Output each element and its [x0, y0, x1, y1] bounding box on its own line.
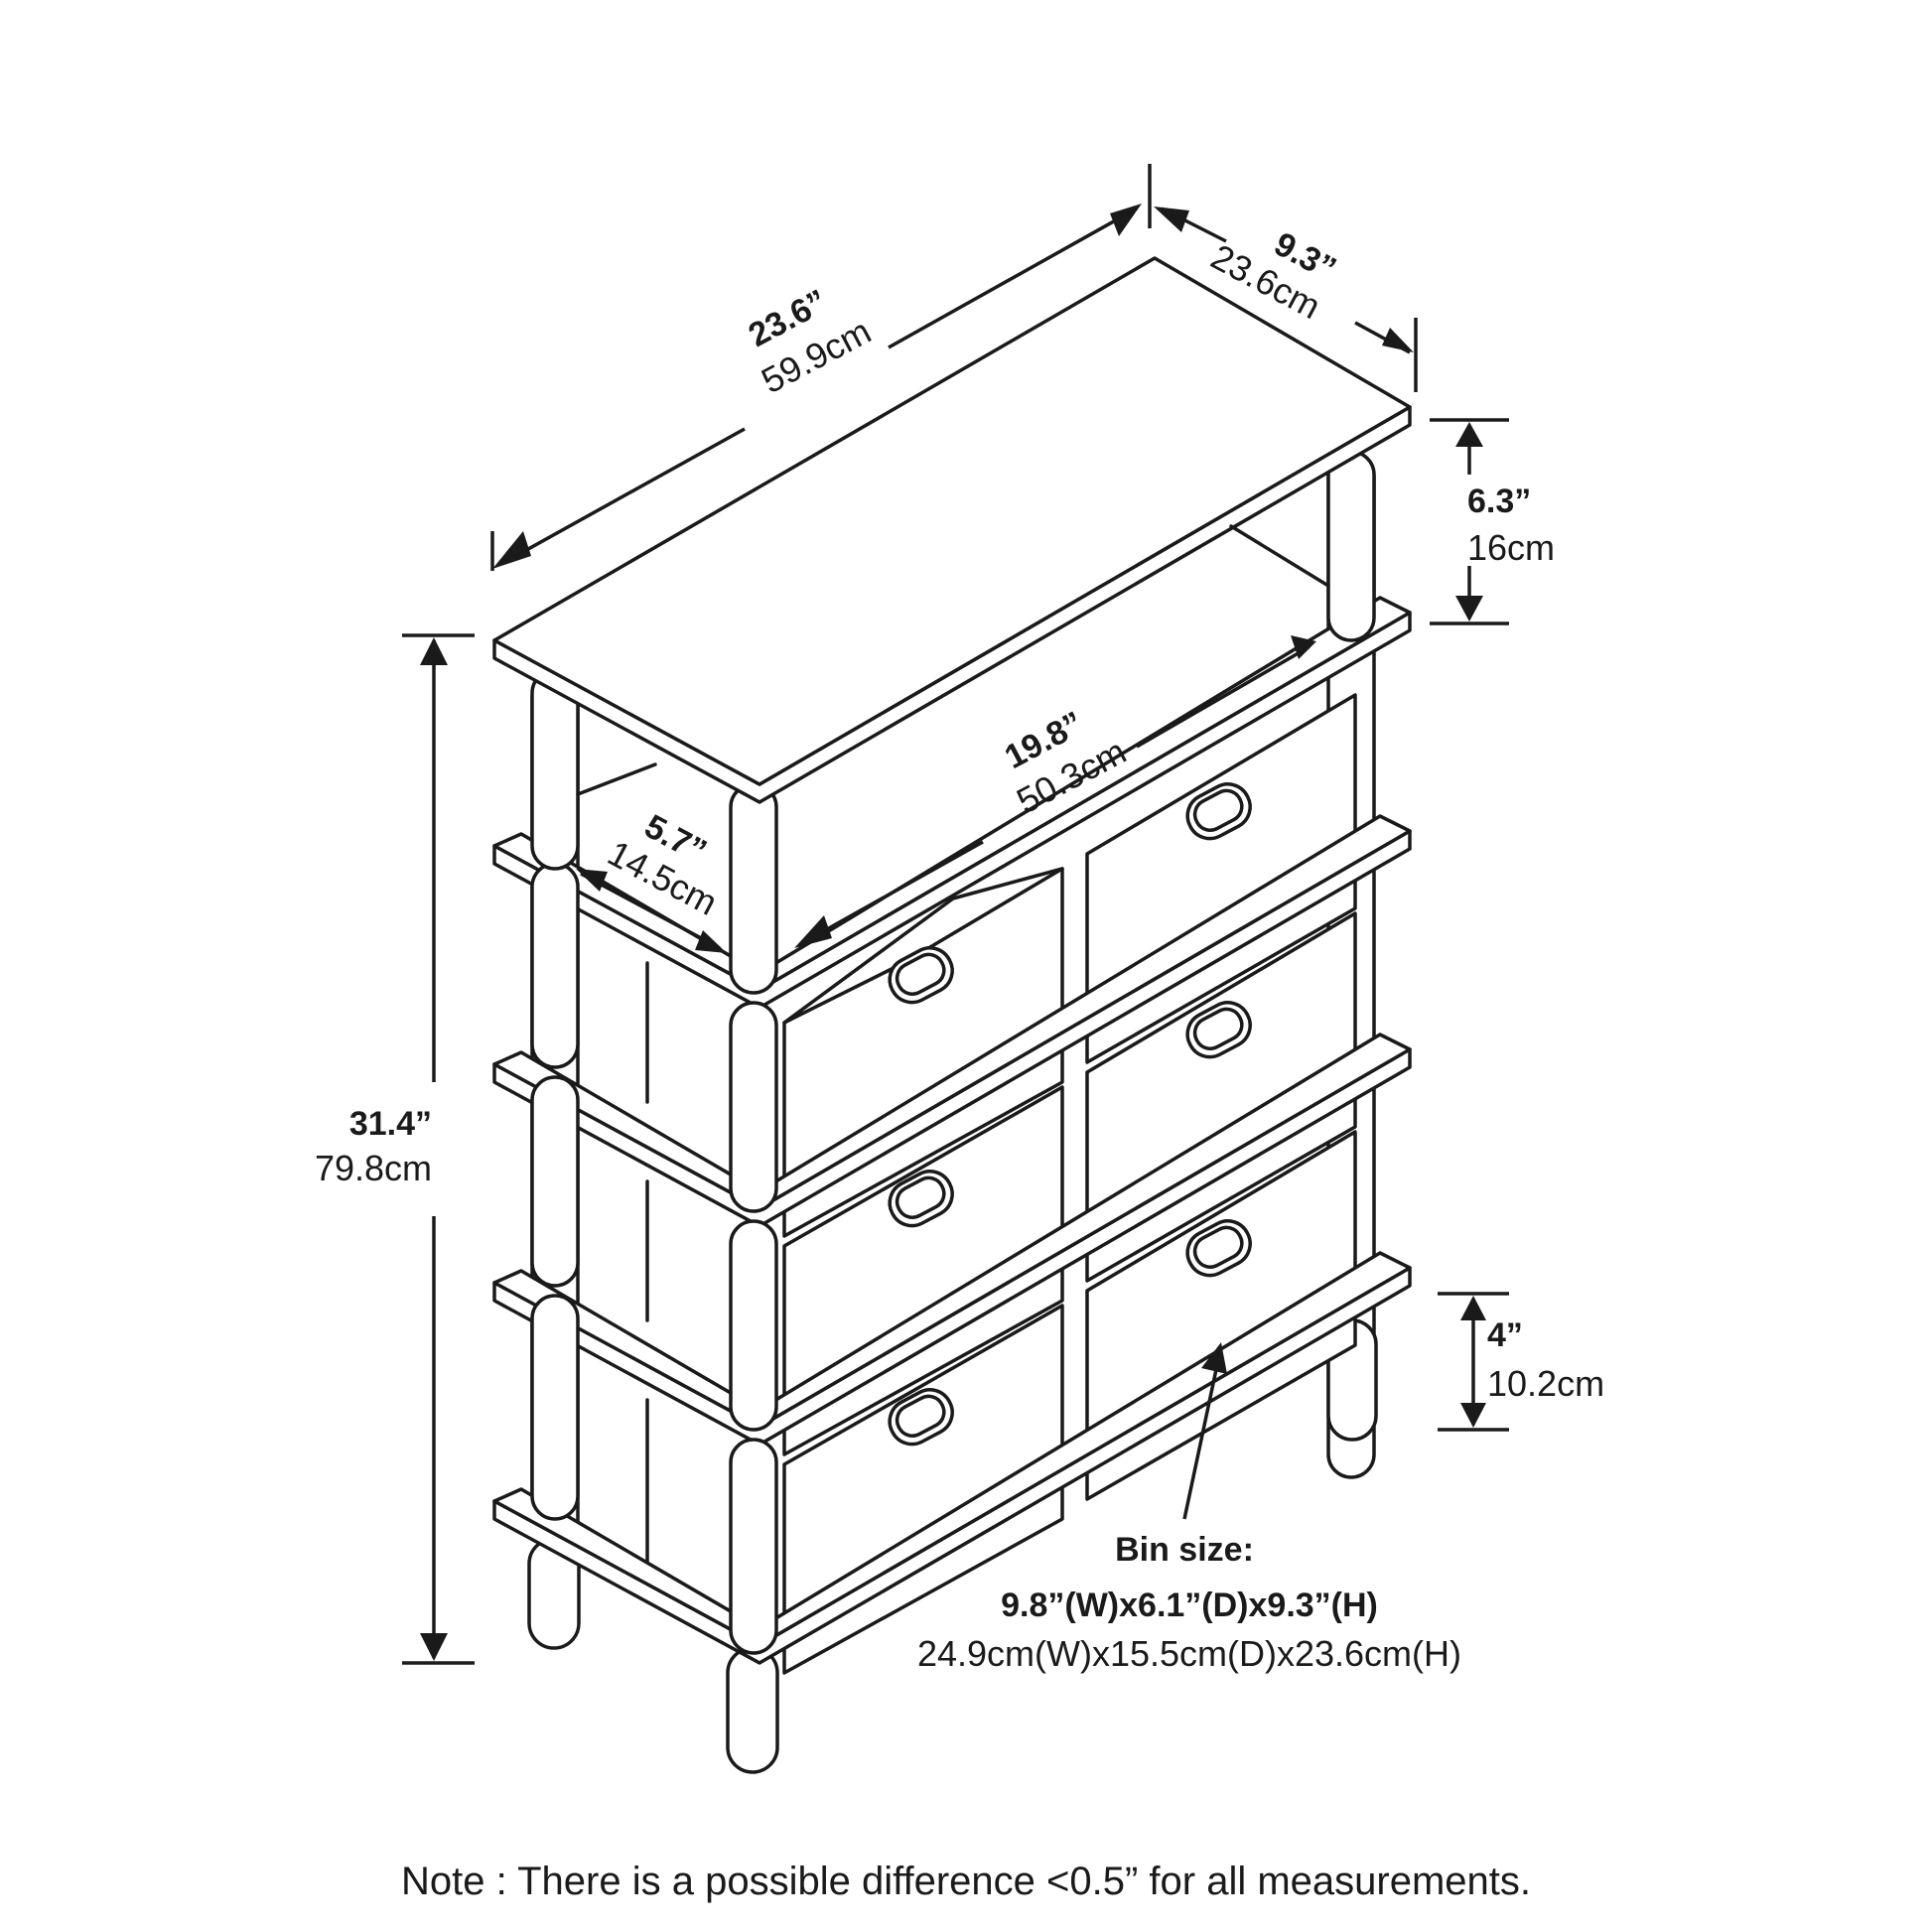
dim-line-inner-width: [794, 635, 1316, 948]
dim-line-top-clearance: [1430, 418, 1509, 625]
bin-size-label: Bin size: 9.8”(W)x6.1”(D)x9.3”(H) 24.9cm…: [862, 1533, 1517, 1672]
dim-line-total-height: [402, 633, 475, 1665]
shelves: [492, 596, 1412, 1665]
leg-height-label: 4” 10.2cm: [1487, 1318, 1604, 1402]
total-height-imperial: 31.4”: [348, 1105, 432, 1143]
bin-size-title: Bin size:: [1115, 1531, 1254, 1569]
top-posts: [530, 450, 1376, 995]
shelf-top: [492, 256, 1412, 804]
dim-line-top-depth: [1154, 207, 1418, 392]
shelf-frame: [492, 256, 1412, 1774]
storage-bins: [782, 693, 1357, 1675]
leg-height-imperial: 4”: [1487, 1316, 1523, 1354]
top-clearance-label: 6.3” 16cm: [1467, 484, 1555, 566]
dim-line-bin-pointer: [1182, 1342, 1227, 1520]
bin-size-imperial: 9.8”(W)x6.1”(D)x9.3”(H): [1001, 1587, 1378, 1624]
dim-line-inner-depth: [576, 869, 727, 953]
total-height-label: 31.4” 79.8cm: [293, 1107, 432, 1186]
dimension-lines: [402, 164, 1509, 1665]
top-clearance-metric: 16cm: [1467, 527, 1556, 568]
top-clearance-imperial: 6.3”: [1467, 483, 1532, 520]
bin-size-metric: 24.9cm(W)x15.5cm(D)x23.6cm(H): [916, 1633, 1462, 1674]
dim-line-leg-height: [1438, 1292, 1509, 1432]
leg-height-metric: 10.2cm: [1487, 1363, 1605, 1404]
back-rail: [576, 524, 1330, 796]
total-height-metric: 79.8cm: [314, 1148, 432, 1188]
dim-line-top-width: [490, 164, 1152, 571]
measurement-note: Note : There is a possible difference <0…: [401, 1860, 1531, 1903]
